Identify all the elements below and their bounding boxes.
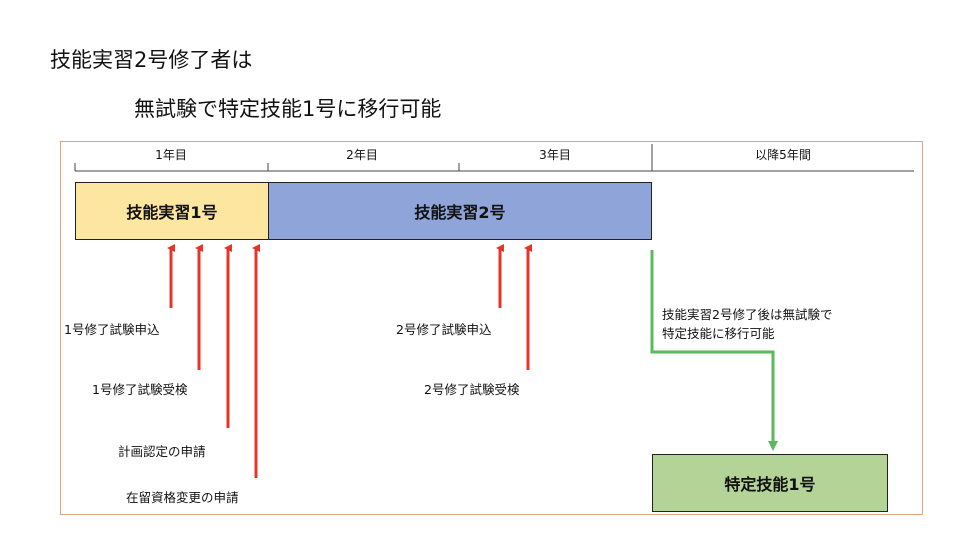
stage-box-jissyu1: 技能実習1号 [75, 182, 269, 240]
stage-label-jissyu2: 技能実習2号 [414, 203, 506, 222]
event-label-status-change: 在留資格変更の申請 [126, 490, 239, 505]
year-label-2: 2年目 [346, 148, 378, 162]
event-label-exam2-take: 2号修了試験受検 [424, 382, 520, 397]
stage-box-jissyu2: 技能実習2号 [268, 182, 652, 240]
timeline-frame [60, 141, 923, 515]
slide-subtitle: 無試験で特定技能1号に移行可能 [134, 97, 442, 121]
event-label-exam1-take: 1号修了試験受検 [92, 382, 188, 397]
stage-label-jissyu1: 技能実習1号 [126, 203, 218, 222]
stage-label-tokutei1: 特定技能1号 [724, 475, 816, 494]
transition-note-line-2: 特定技能に移行可能 [662, 326, 775, 341]
event-label-plan-apply: 計画認定の申請 [118, 444, 206, 459]
slide-title: 技能実習2号修了者は [50, 48, 253, 72]
transition-arrow [650, 250, 778, 451]
event-label-exam2-apply: 2号修了試験申込 [396, 322, 492, 337]
year-label-after: 以降5年間 [755, 148, 811, 162]
event-label-exam1-apply: 1号修了試験申込 [64, 322, 160, 337]
transition-note: 技能実習2号修了後は無試験で 特定技能に移行可能 [662, 305, 832, 343]
stage-box-tokutei1: 特定技能1号 [652, 454, 888, 512]
transition-note-line-1: 技能実習2号修了後は無試験で [662, 307, 833, 322]
year-label-1: 1年目 [155, 148, 187, 162]
year-label-3: 3年目 [539, 148, 571, 162]
